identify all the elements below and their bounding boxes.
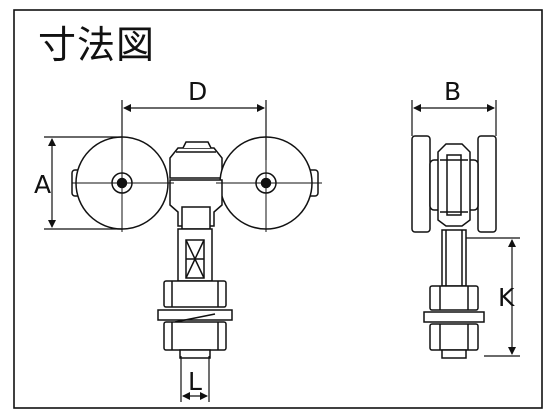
- side-left-flange: [411, 135, 431, 233]
- dimension-l-label: L: [188, 367, 202, 396]
- side-view: [411, 135, 497, 359]
- dimension-d: [121, 100, 267, 160]
- side-washer: [423, 311, 485, 323]
- dimension-k: [466, 237, 520, 357]
- side-right-flange: [477, 135, 497, 233]
- dimension-k-label: K: [498, 283, 515, 312]
- drawing-title: 寸法図: [38, 23, 156, 67]
- upper-nut: [163, 280, 227, 308]
- drawing-border: [13, 9, 543, 409]
- bolt-tip: [179, 349, 211, 359]
- lower-nut: [163, 321, 227, 351]
- dimension-a: [44, 136, 122, 230]
- dimension-l: [180, 356, 210, 402]
- washer: [157, 309, 233, 321]
- dimension-b: [411, 100, 497, 136]
- front-view: [71, 136, 319, 359]
- dimension-b-label: B: [444, 77, 461, 106]
- side-upper-nut: [429, 285, 479, 311]
- dimension-a-label: A: [34, 170, 51, 199]
- dimension-d-label: D: [188, 77, 207, 106]
- top-bracket: [169, 147, 223, 179]
- side-lower-nut: [429, 323, 479, 351]
